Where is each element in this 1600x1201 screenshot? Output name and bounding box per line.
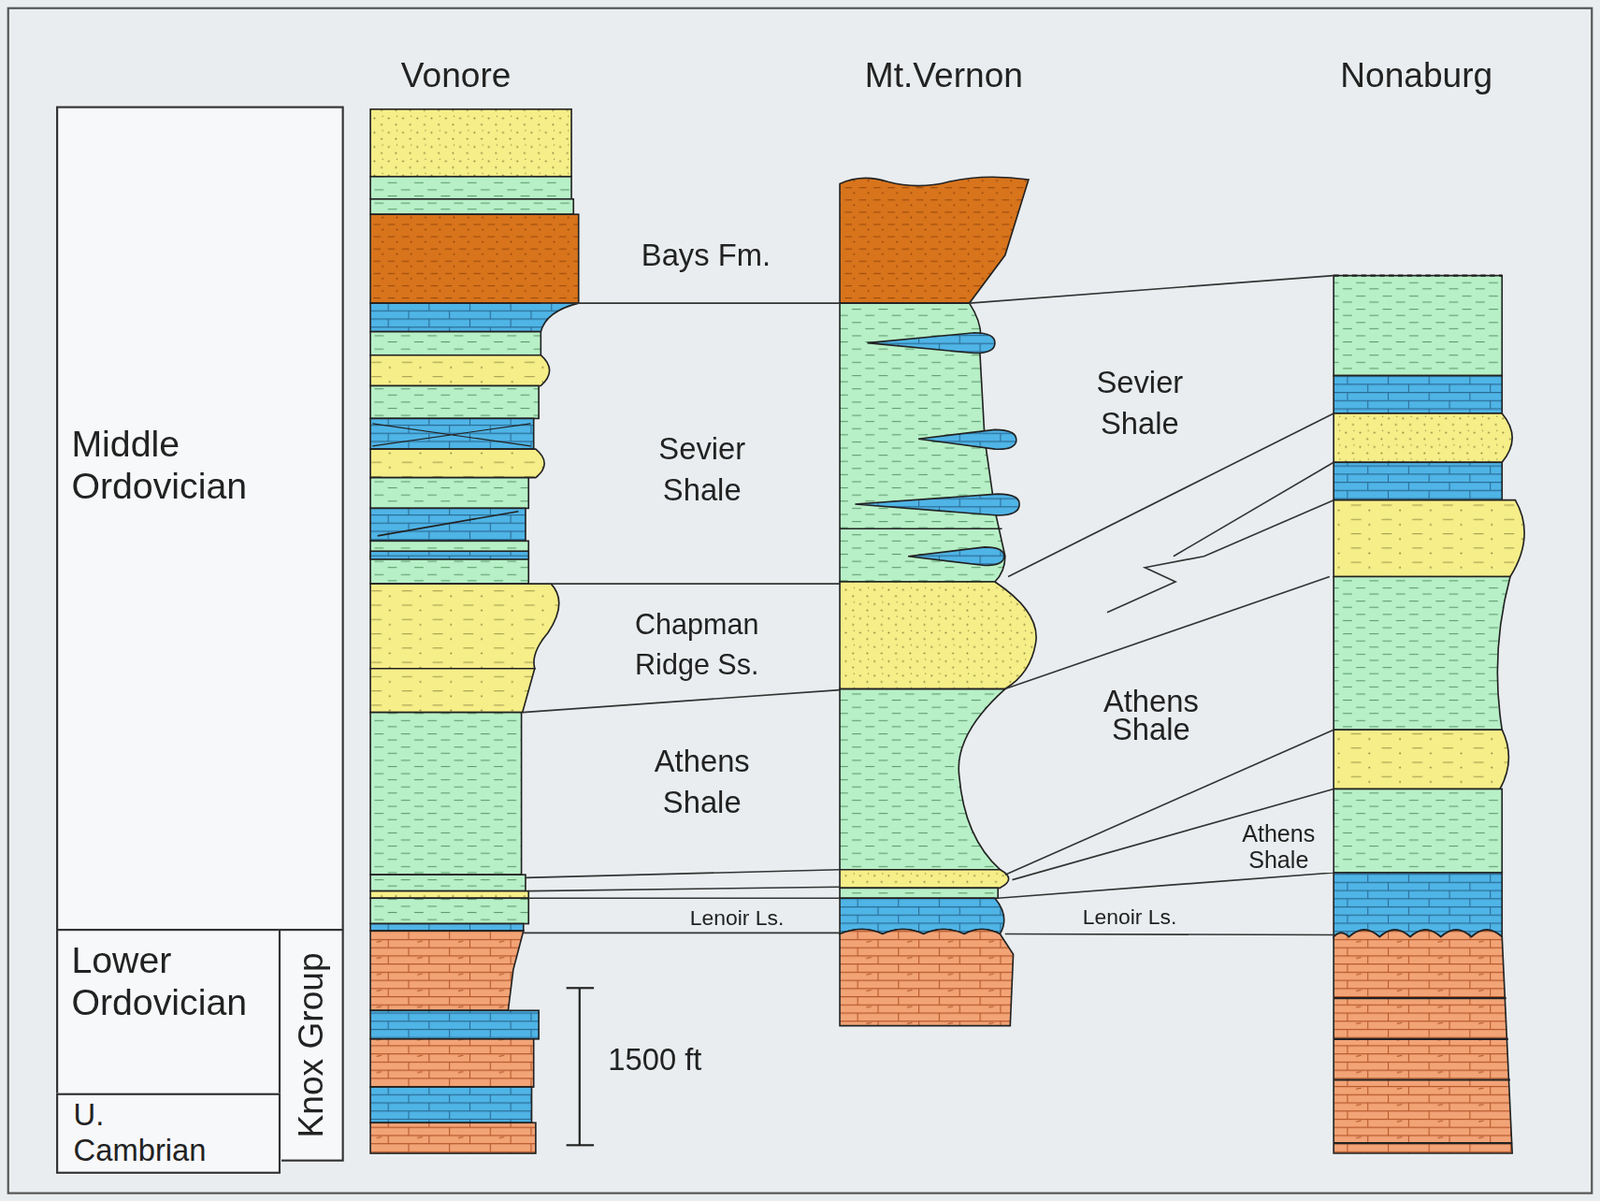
limestone-lens [918, 429, 1017, 449]
scale-bar-tick [566, 986, 594, 989]
shale-bed [839, 689, 1006, 870]
limestone-bed [839, 897, 1005, 934]
limestone-lens [854, 493, 1020, 516]
shale-bed [1333, 788, 1502, 872]
limestone-bed [370, 302, 579, 332]
formation-name: Lenoir Ls. [686, 906, 787, 929]
shale-bed [1333, 275, 1502, 376]
sandstone-bed [370, 109, 572, 177]
formation-name: Lenoir Ls. [1079, 905, 1180, 928]
column-name: Mt.Vernon [864, 53, 1024, 96]
dolomite-bed [839, 929, 1014, 1026]
correlation-line [523, 932, 840, 935]
limestone-lens [908, 547, 1005, 566]
correlation-line [540, 302, 840, 304]
shale-bed [1333, 576, 1511, 731]
bed-line [1333, 997, 1513, 1143]
shale-bed [370, 712, 521, 876]
bays-bed [370, 214, 579, 303]
sandstone-bed [370, 668, 535, 713]
correlation-line [528, 896, 840, 899]
correlation-line [969, 275, 1335, 303]
scale-label: 1500 ft [607, 1040, 702, 1078]
limestone-bed [370, 507, 526, 541]
sandstone-bed [370, 355, 550, 387]
shale-bed [370, 385, 539, 419]
cross-bedding [377, 511, 519, 536]
vonore-column [370, 109, 579, 1154]
correlation-line [1005, 933, 1334, 935]
time-unit-box: Lower Ordovician [56, 928, 284, 1096]
correlation-line [525, 869, 840, 879]
shale-bed [370, 199, 574, 215]
unconformity [1333, 274, 1502, 277]
bays-bed [839, 176, 1029, 303]
formation-name: Bays Fm. [641, 236, 771, 274]
correlation-lines [522, 275, 1335, 936]
correlation-line [1011, 788, 1334, 880]
dolomite-bed [1333, 929, 1513, 1154]
limestone-lens [867, 332, 995, 354]
bed-line [839, 527, 1003, 530]
sandstone-bed [839, 581, 1037, 690]
limestone-bed [370, 1086, 532, 1123]
correlation-line [1173, 461, 1334, 556]
time-unit-box: U. Cambrian [56, 1093, 281, 1174]
interfinger-zigzag [1107, 500, 1334, 613]
formation-name: Athens Shale [640, 740, 764, 823]
scale-bar-tick [566, 1143, 594, 1146]
shale-bed [370, 176, 572, 200]
time-unit-box: Middle Ordovician [56, 105, 345, 931]
shale-bed [370, 897, 529, 923]
sandstone-bed [370, 891, 529, 899]
shale-bed [370, 540, 529, 584]
sandstone-bed [370, 448, 545, 478]
shale-bed [370, 874, 526, 891]
formation-name: Sevier Shale [640, 428, 764, 511]
formation-name: Athens Shale [1224, 821, 1333, 873]
column-name: Vonore [401, 53, 512, 96]
sandstone-bed [1333, 729, 1509, 789]
formation-name: Chapman Ridge Ss. [612, 603, 781, 687]
dolomite-bed [370, 1038, 534, 1087]
shale-bed [839, 887, 998, 898]
limestone-bed [370, 923, 524, 932]
sandstone-bed [370, 583, 560, 669]
frame [8, 8, 1593, 1194]
scale-bar-line [578, 987, 581, 1145]
sandstone-bed [1333, 413, 1513, 462]
correlation-line [528, 886, 840, 891]
correlation-line [522, 690, 840, 713]
limestone-bed [370, 418, 534, 449]
time-unit-name: Lower Ordovician [71, 938, 275, 1024]
limestone-bed [1333, 461, 1502, 500]
limestone-bed [370, 550, 529, 560]
time-unit-box: Knox Group [278, 928, 345, 1162]
sandstone-bed [839, 869, 1010, 889]
limestone-bed [1333, 872, 1502, 937]
limestone-bed [370, 1009, 539, 1039]
time-unit-name: Middle Ordovician [71, 422, 332, 507]
dolomite-bed [370, 930, 524, 1010]
group-name: Knox Group [290, 951, 332, 1138]
shale-bed [370, 331, 541, 356]
dolomite-bed [370, 1122, 536, 1154]
nonaburg-column [1333, 275, 1525, 1154]
limestone-bed [1333, 375, 1502, 414]
time-unit-name: U. Cambrian [73, 1096, 217, 1168]
correlation-line [997, 872, 1334, 898]
formation-name: Athens Shale [1089, 686, 1212, 745]
mt-vernon-column [839, 176, 1037, 1025]
correlation-line [550, 582, 840, 585]
shale-bed [370, 477, 529, 509]
column-name: Nonaburg [1340, 53, 1493, 96]
scale-bar [566, 987, 594, 1145]
correlation-line [1005, 576, 1330, 690]
formation-name: Sevier Shale [1078, 361, 1201, 445]
cross-bedding [372, 423, 531, 447]
sandstone-bed [1333, 500, 1525, 577]
